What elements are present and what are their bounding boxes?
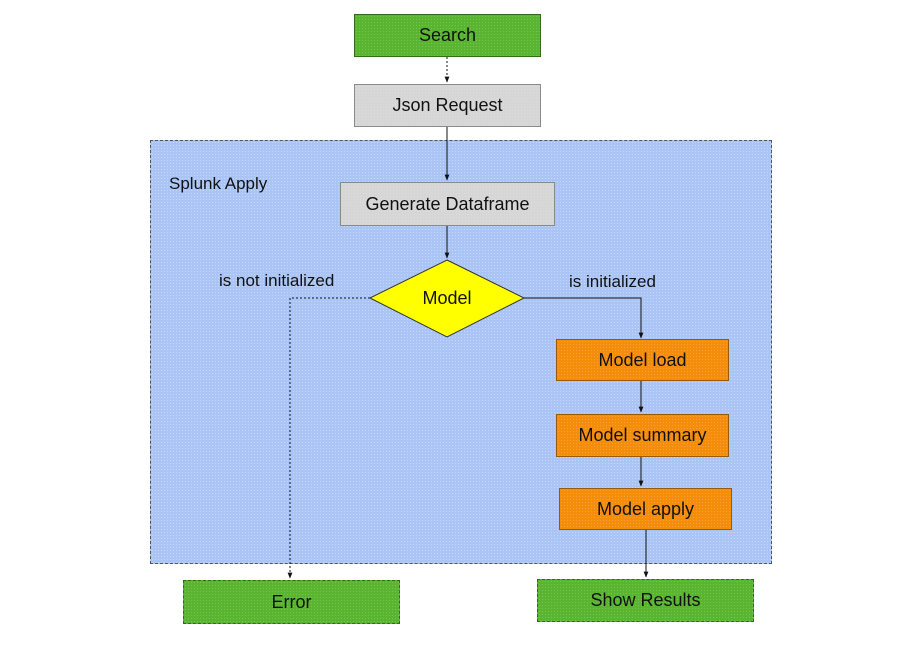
generate-dataframe-node: Generate Dataframe: [340, 182, 555, 226]
edge-model-load: [524, 297, 644, 339]
json-request-node: Json Request: [354, 84, 541, 127]
model-summary-node: Model summary: [556, 414, 729, 457]
model-apply-node: Model apply: [559, 488, 732, 530]
model-load-node: Model load: [556, 339, 729, 381]
initialized-label: is initialized: [569, 272, 656, 291]
edge-model-error: [287, 297, 370, 579]
group-label: Splunk Apply: [169, 174, 268, 193]
search-node: Search: [354, 14, 541, 57]
not-initialized-label: is not initialized: [219, 271, 335, 290]
model-decision-label: Model: [422, 287, 472, 308]
model-decision-diamond: [368, 259, 526, 338]
error-node: Error: [183, 580, 400, 624]
show-results-node: Show Results: [537, 579, 754, 622]
